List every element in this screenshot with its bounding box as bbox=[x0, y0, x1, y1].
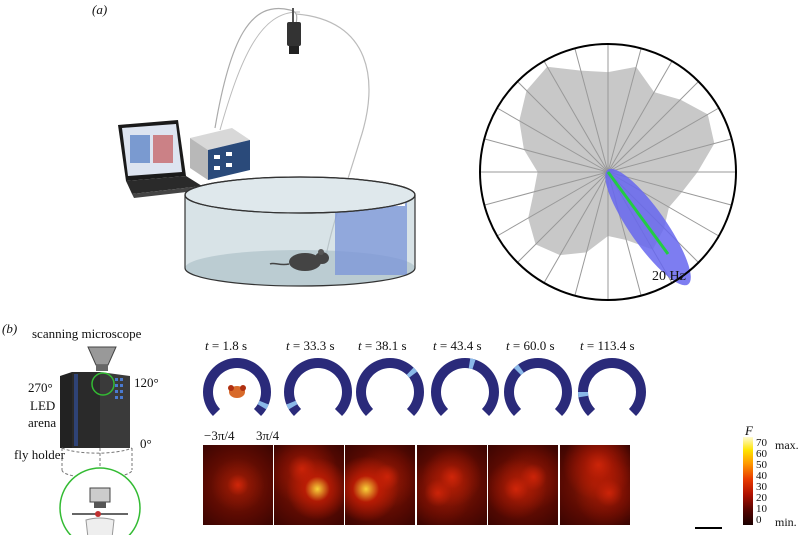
colorbar-max-label: max. bbox=[775, 438, 798, 452]
angle-120-label: 120° bbox=[134, 375, 159, 390]
stimulus-position-marker bbox=[257, 400, 269, 410]
polar-spoke bbox=[517, 81, 609, 173]
stimulus-position-marker bbox=[468, 358, 476, 370]
cable-1 bbox=[214, 8, 298, 129]
polar-spoke bbox=[574, 48, 609, 173]
camera-mount bbox=[292, 8, 294, 22]
panel-a-label: (a) bbox=[92, 2, 108, 17]
polar-spoke bbox=[607, 107, 720, 173]
colorbar-min-label: min. bbox=[775, 515, 797, 529]
polar-spoke bbox=[607, 48, 642, 173]
colorbar bbox=[743, 437, 753, 525]
polar-spoke bbox=[607, 171, 732, 206]
mouse-icon bbox=[269, 249, 329, 271]
microscope-label: scanning microscope bbox=[32, 326, 142, 341]
colorbar-tick: 50 bbox=[756, 459, 767, 471]
arena-cylinder bbox=[184, 176, 416, 287]
calcium-heatmap bbox=[203, 445, 273, 525]
angle-0-label: 0° bbox=[140, 436, 152, 451]
arena-label: arena bbox=[28, 415, 57, 430]
calcium-heatmap bbox=[417, 445, 487, 525]
arena-arcs bbox=[202, 358, 646, 417]
time-label: t = 33.3 s bbox=[286, 338, 335, 353]
arena-arc bbox=[504, 358, 572, 417]
time-label: t = 60.0 s bbox=[506, 338, 555, 353]
polar-spoke bbox=[607, 81, 699, 173]
recording-device-icon bbox=[190, 128, 250, 180]
polar-spoke bbox=[543, 60, 609, 173]
stimulus-position-marker bbox=[406, 367, 418, 378]
polar-spoke bbox=[496, 107, 609, 173]
stimulus-position-marker bbox=[578, 391, 589, 398]
calcium-heatmap bbox=[345, 445, 415, 525]
arena-arc bbox=[202, 358, 271, 417]
colorbar-tick: 20 bbox=[756, 492, 767, 504]
stimulus-position-marker bbox=[513, 364, 524, 376]
polar-spoke bbox=[607, 138, 732, 173]
camera-icon bbox=[287, 22, 301, 46]
calcium-heatmap bbox=[488, 445, 558, 525]
cable-2 bbox=[219, 11, 301, 131]
arena-arc bbox=[284, 358, 352, 417]
arena-arc bbox=[431, 358, 499, 417]
panel-b-label: (b) bbox=[2, 321, 18, 336]
colorbar-tick: 10 bbox=[756, 503, 767, 515]
colorbar-tick: 60 bbox=[756, 448, 767, 460]
polar-green-vector bbox=[606, 171, 670, 255]
stimulus-position-marker bbox=[286, 400, 298, 410]
laptop-icon bbox=[118, 120, 204, 198]
camera-lens bbox=[289, 46, 299, 54]
colorbar-title: F bbox=[745, 423, 753, 438]
colorbar-tick: 40 bbox=[756, 470, 767, 482]
plus-angle-label: 3π/4 bbox=[256, 428, 280, 443]
calcium-heatmap bbox=[560, 445, 630, 525]
polar-spoke bbox=[543, 171, 609, 284]
colorbar-tick: 0 bbox=[756, 514, 762, 526]
polar-plot bbox=[479, 43, 737, 301]
polar-spoke bbox=[496, 171, 609, 237]
arena-arc bbox=[578, 358, 646, 417]
time-label: t = 1.8 s bbox=[205, 338, 248, 353]
polar-spoke bbox=[484, 171, 609, 206]
polar-spoke bbox=[484, 138, 609, 173]
time-label: t = 38.1 s bbox=[358, 338, 407, 353]
calcium-heatmap bbox=[274, 445, 344, 525]
fly-holder-label: fly holder bbox=[14, 447, 65, 462]
time-label: t = 113.4 s bbox=[580, 338, 635, 353]
polar-frequency-label: 20 Hz bbox=[652, 269, 686, 284]
colorbar-tick: 30 bbox=[756, 481, 767, 493]
arena-arc bbox=[356, 358, 424, 417]
minus-angle-label: −3π/4 bbox=[204, 428, 235, 443]
led-label: LED bbox=[30, 398, 56, 413]
fly-rig-schematic bbox=[59, 346, 141, 535]
polar-spoke bbox=[607, 60, 673, 173]
angle-270-label: 270° bbox=[28, 380, 53, 395]
colorbar-tick: 70 bbox=[756, 437, 767, 449]
polar-spoke bbox=[574, 171, 609, 296]
polar-spoke bbox=[517, 171, 609, 263]
polar-outer-circle bbox=[479, 43, 737, 301]
time-label: t = 43.4 s bbox=[433, 338, 482, 353]
